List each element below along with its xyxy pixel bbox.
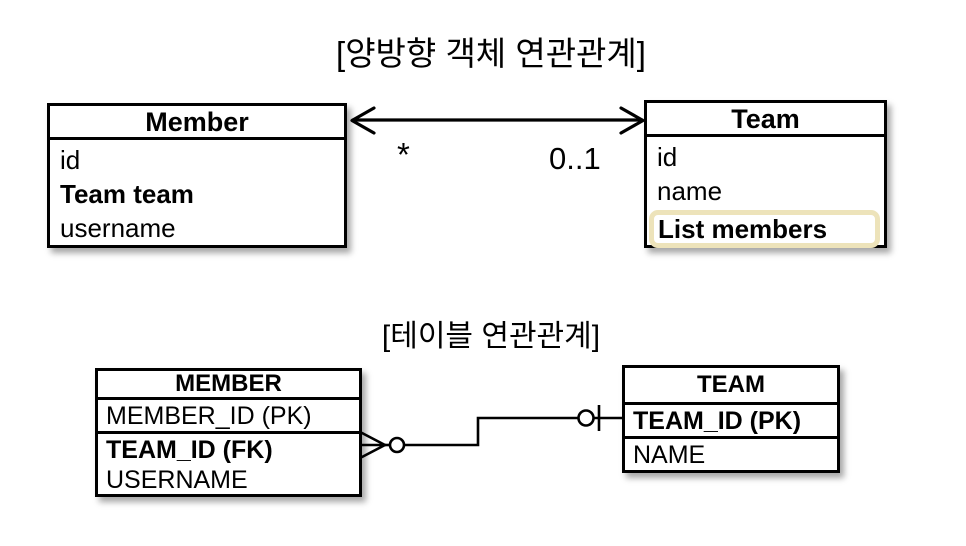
member-class-title: Member xyxy=(50,106,344,140)
member-field-id: id xyxy=(60,145,81,175)
multiplicity-team-side: 0..1 xyxy=(549,141,601,176)
member-table-fields: TEAM_ID (FK) USERNAME xyxy=(98,434,359,495)
member-table: MEMBER MEMBER_ID (PK) TEAM_ID (FK) USERN… xyxy=(95,368,362,497)
team-table-name-row: NAME xyxy=(633,441,706,469)
member-table-pk-row: MEMBER_ID (PK) xyxy=(98,400,359,434)
table-diagram-title: [테이블 연관관계] xyxy=(381,320,601,353)
team-class-fields: id name xyxy=(647,137,884,208)
team-field-members: List members xyxy=(658,213,828,244)
team-field-name: name xyxy=(657,176,723,206)
team-class-box: Team id name List members xyxy=(644,100,887,248)
member-field-username: username xyxy=(60,213,176,243)
team-field-id: id xyxy=(657,142,678,172)
member-table-title: MEMBER xyxy=(98,371,359,400)
bidirectional-arrow xyxy=(350,106,645,135)
fk-crowsfoot-connector xyxy=(360,405,622,459)
member-field-team: Team team xyxy=(60,179,194,209)
member-class-box: Member id Team team username xyxy=(47,103,347,248)
team-table: TEAM TEAM_ID (PK) NAME xyxy=(622,365,840,473)
member-table-username-row: USERNAME xyxy=(106,466,248,494)
team-table-pk-row: TEAM_ID (PK) xyxy=(625,405,837,439)
member-table-fk-row: TEAM_ID (FK) xyxy=(106,436,273,464)
member-class-fields: id Team team username xyxy=(50,140,344,245)
members-highlight-ring: List members xyxy=(649,210,880,248)
multiplicity-member-side: * xyxy=(397,136,410,173)
zero-one-circle xyxy=(577,409,595,427)
team-class-title: Team xyxy=(647,103,884,137)
object-diagram-title: [양방향 객체 연관관계] xyxy=(336,35,646,72)
team-table-title: TEAM xyxy=(625,368,837,405)
zero-many-circle xyxy=(388,436,406,454)
